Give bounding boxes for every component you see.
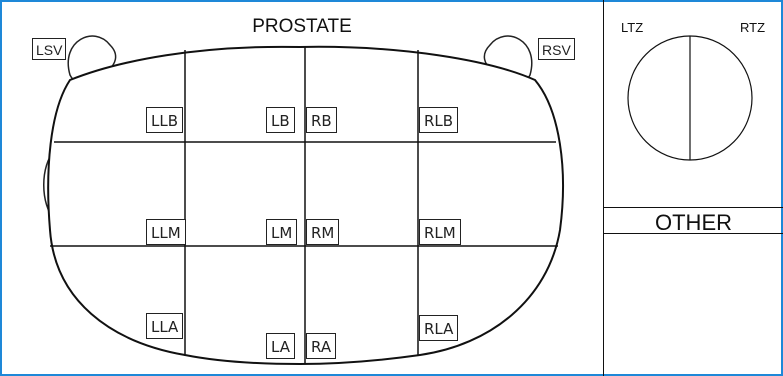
segment-label-left-mid: LM: [266, 219, 297, 245]
segment-label-left-lateral-mid: LLM: [146, 219, 186, 245]
segment-label-left-base: LB: [266, 107, 295, 133]
left-transition-zone-label: LTZ: [621, 20, 643, 35]
right-seminal-vesicle-label: RSV: [538, 38, 575, 60]
diagram-title: PROSTATE: [232, 16, 372, 38]
segment-label-left-lateral-base: LLB: [146, 107, 183, 133]
segment-label-right-base: RB: [306, 107, 337, 133]
segment-label-left-lateral-apex: LLA: [146, 313, 183, 339]
right-transition-zone-label: RTZ: [740, 20, 765, 35]
segment-label-right-apex: RA: [306, 333, 336, 359]
other-underline: [604, 233, 783, 234]
segment-label-right-mid: RM: [306, 219, 339, 245]
other-heading: OTHER: [604, 207, 783, 236]
transition-zone-diagram: [604, 0, 783, 376]
segment-label-right-lateral-mid: RLM: [419, 219, 461, 245]
segment-label-right-lateral-base: RLB: [419, 107, 458, 133]
segment-label-right-lateral-apex: RLA: [419, 315, 458, 341]
segment-label-left-apex: LA: [266, 333, 295, 359]
left-seminal-vesicle-label: LSV: [32, 38, 66, 60]
prostate-map: [0, 0, 604, 376]
